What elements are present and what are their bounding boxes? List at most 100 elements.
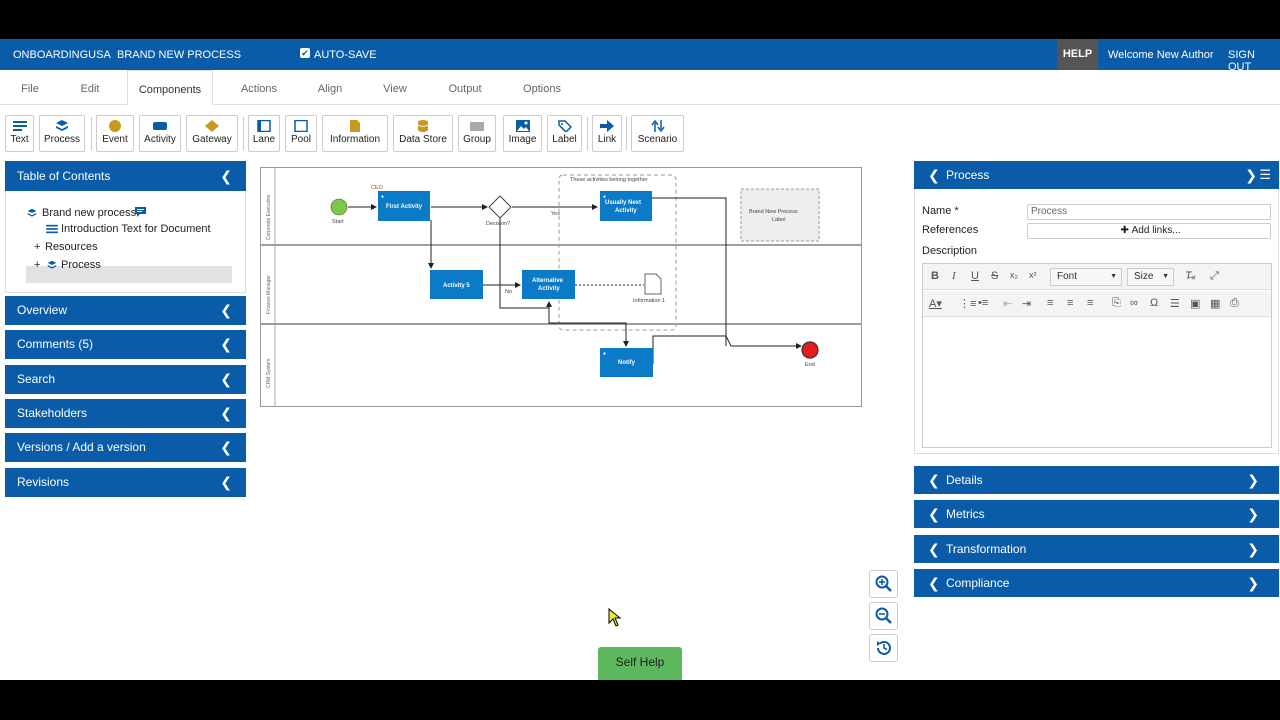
label-tool-button[interactable]: Label xyxy=(547,115,582,152)
add-links-button[interactable]: ✚ Add links... xyxy=(1027,223,1271,239)
subscript-icon[interactable]: x₂ xyxy=(1010,270,1018,280)
chevron-left-icon[interactable]: ❮ xyxy=(220,371,232,387)
insert-image-icon[interactable]: ▣ xyxy=(1190,298,1201,310)
end-event[interactable] xyxy=(801,341,819,359)
brand-new-process-label-box[interactable] xyxy=(740,188,820,242)
expand-plus-icon[interactable]: + xyxy=(34,241,41,253)
chevron-left-icon[interactable]: ❮ xyxy=(220,302,232,318)
first-activity-node[interactable] xyxy=(378,191,430,221)
zoom-in-button[interactable] xyxy=(869,570,898,598)
sign-out-link[interactable]: SIGN OUT xyxy=(1228,49,1255,73)
tab-components[interactable]: Components xyxy=(127,70,213,105)
information-tool-button[interactable]: Information xyxy=(322,115,388,152)
toc-item-resources[interactable]: Resources xyxy=(45,241,98,253)
gateway-tool-button[interactable]: Gateway xyxy=(186,115,238,152)
superscript-icon[interactable]: x² xyxy=(1029,270,1037,280)
italic-icon[interactable]: I xyxy=(952,270,956,282)
overview-panel-header[interactable]: Overview❮ xyxy=(5,296,246,325)
org-link[interactable]: ONBOARDINGUSA xyxy=(13,49,111,61)
activity-5-node[interactable] xyxy=(430,270,483,299)
chevron-left-icon[interactable]: ❮ xyxy=(928,575,940,591)
link-tool-button[interactable]: Link xyxy=(592,115,622,152)
help-button[interactable]: HELP xyxy=(1057,39,1098,70)
tab-actions[interactable]: Actions xyxy=(240,83,278,95)
text-tool-button[interactable]: Text xyxy=(5,115,34,152)
lane-label-crm-system[interactable]: CRM System xyxy=(266,359,272,388)
chevron-left-icon[interactable]: ❮ xyxy=(220,168,232,184)
process-tool-button[interactable]: Process xyxy=(39,115,85,152)
toc-panel-header[interactable]: Table of Contents ❮ xyxy=(5,161,246,191)
chevron-right-icon[interactable]: ❯ xyxy=(1247,472,1259,488)
outdent-icon[interactable]: ⇤ xyxy=(1003,298,1013,310)
data-store-tool-button[interactable]: Data Store xyxy=(393,115,453,152)
special-char-icon[interactable]: Ω xyxy=(1150,297,1159,309)
transformation-panel-header[interactable]: ❮Transformation❯ xyxy=(914,535,1279,563)
paste-icon[interactable]: ⎘ xyxy=(1112,297,1121,309)
process-diagram-canvas[interactable]: Corporate Executive Finance Manager CRM … xyxy=(260,167,862,407)
comments-panel-header[interactable]: Comments (5)❮ xyxy=(5,330,246,359)
image-tool-button[interactable]: Image xyxy=(503,115,542,152)
revisions-panel-header[interactable]: Revisions❮ xyxy=(5,468,246,497)
expand-plus-icon[interactable]: + xyxy=(34,259,41,271)
group-tool-button[interactable]: Group xyxy=(458,115,496,152)
self-help-button[interactable]: Self Help xyxy=(598,647,682,680)
name-input[interactable]: Process xyxy=(1027,204,1271,220)
sequence-flow[interactable] xyxy=(548,308,629,347)
align-right-icon[interactable]: ≡ xyxy=(1087,297,1094,309)
font-select[interactable]: Font▼ xyxy=(1050,268,1122,286)
process-properties-header[interactable]: ❮ Process ❯ ☰ xyxy=(914,161,1279,189)
chevron-left-icon[interactable]: ❮ xyxy=(220,474,232,490)
size-select[interactable]: Size▼ xyxy=(1127,268,1174,286)
details-panel-header[interactable]: ❮Details❯ xyxy=(914,466,1279,494)
lane-label-corporate-executive[interactable]: Corporate Executive xyxy=(266,194,272,240)
versions-panel-header[interactable]: Versions / Add a version❮ xyxy=(5,433,246,462)
sequence-flow[interactable] xyxy=(499,218,552,309)
search-panel-header[interactable]: Search❮ xyxy=(5,365,246,394)
chevron-left-icon[interactable]: ❮ xyxy=(220,439,232,455)
process-diagram[interactable]: Corporate Executive Finance Manager CRM … xyxy=(261,168,861,406)
chevron-right-icon[interactable]: ❯ xyxy=(1245,167,1257,183)
chevron-right-icon[interactable]: ❯ xyxy=(1247,541,1259,557)
usually-next-activity-node[interactable] xyxy=(600,191,652,221)
link-icon[interactable]: ∞ xyxy=(1130,297,1138,309)
zoom-out-button[interactable] xyxy=(869,602,898,630)
process-title-link[interactable]: BRAND NEW PROCESS xyxy=(117,49,242,61)
tab-edit[interactable]: Edit xyxy=(80,83,100,95)
print-icon[interactable]: ⎙ xyxy=(1230,297,1239,309)
horizontal-rule-icon[interactable]: ☰ xyxy=(1170,298,1180,310)
chevron-right-icon[interactable]: ❯ xyxy=(1247,575,1259,591)
align-center-icon[interactable]: ≡ xyxy=(1067,297,1074,309)
chevron-left-icon[interactable]: ❮ xyxy=(928,506,940,522)
chevron-left-icon[interactable]: ❮ xyxy=(928,472,940,488)
table-icon[interactable]: ▦ xyxy=(1210,298,1221,310)
toc-item-process[interactable]: Process xyxy=(61,259,101,271)
toc-item-brand-new-process[interactable]: Brand new process xyxy=(42,207,137,219)
chevron-left-icon[interactable]: ❮ xyxy=(928,541,940,557)
align-left-icon[interactable]: ≡ xyxy=(1047,297,1054,309)
compliance-panel-header[interactable]: ❮Compliance❯ xyxy=(914,569,1279,597)
alternative-activity-node[interactable] xyxy=(522,270,575,299)
description-editor[interactable]: B I U S x₂ x² Font▼ Size▼ T̶ₓ ⤢ A▾ ⋮≡ •≡… xyxy=(922,263,1272,448)
indent-icon[interactable]: ⇥ xyxy=(1022,298,1032,310)
clear-format-icon[interactable]: T̶ₓ xyxy=(1185,270,1196,282)
reset-zoom-button[interactable] xyxy=(869,634,898,662)
tab-file[interactable]: File xyxy=(21,83,39,95)
menu-icon[interactable]: ☰ xyxy=(1259,167,1271,182)
sequence-flow[interactable] xyxy=(652,335,802,364)
comment-icon[interactable] xyxy=(135,207,146,217)
sequence-flow[interactable] xyxy=(652,197,727,346)
chevron-right-icon[interactable]: ❯ xyxy=(1247,506,1259,522)
bullet-list-icon[interactable]: •≡ xyxy=(978,297,989,309)
numbered-list-icon[interactable]: ⋮≡ xyxy=(959,298,977,310)
tab-view[interactable]: View xyxy=(383,83,407,95)
lane-tool-button[interactable]: Lane xyxy=(248,115,280,152)
activity-tool-button[interactable]: Activity xyxy=(139,115,181,152)
maximize-icon[interactable]: ⤢ xyxy=(1210,270,1219,282)
tab-options[interactable]: Options xyxy=(523,83,561,95)
tab-align[interactable]: Align xyxy=(317,83,343,95)
activity-group[interactable] xyxy=(558,174,677,331)
strikethrough-icon[interactable]: S xyxy=(991,270,999,282)
bold-icon[interactable]: B xyxy=(931,270,939,282)
chevron-left-icon[interactable]: ❮ xyxy=(220,336,232,352)
notify-activity-node[interactable] xyxy=(600,348,653,377)
